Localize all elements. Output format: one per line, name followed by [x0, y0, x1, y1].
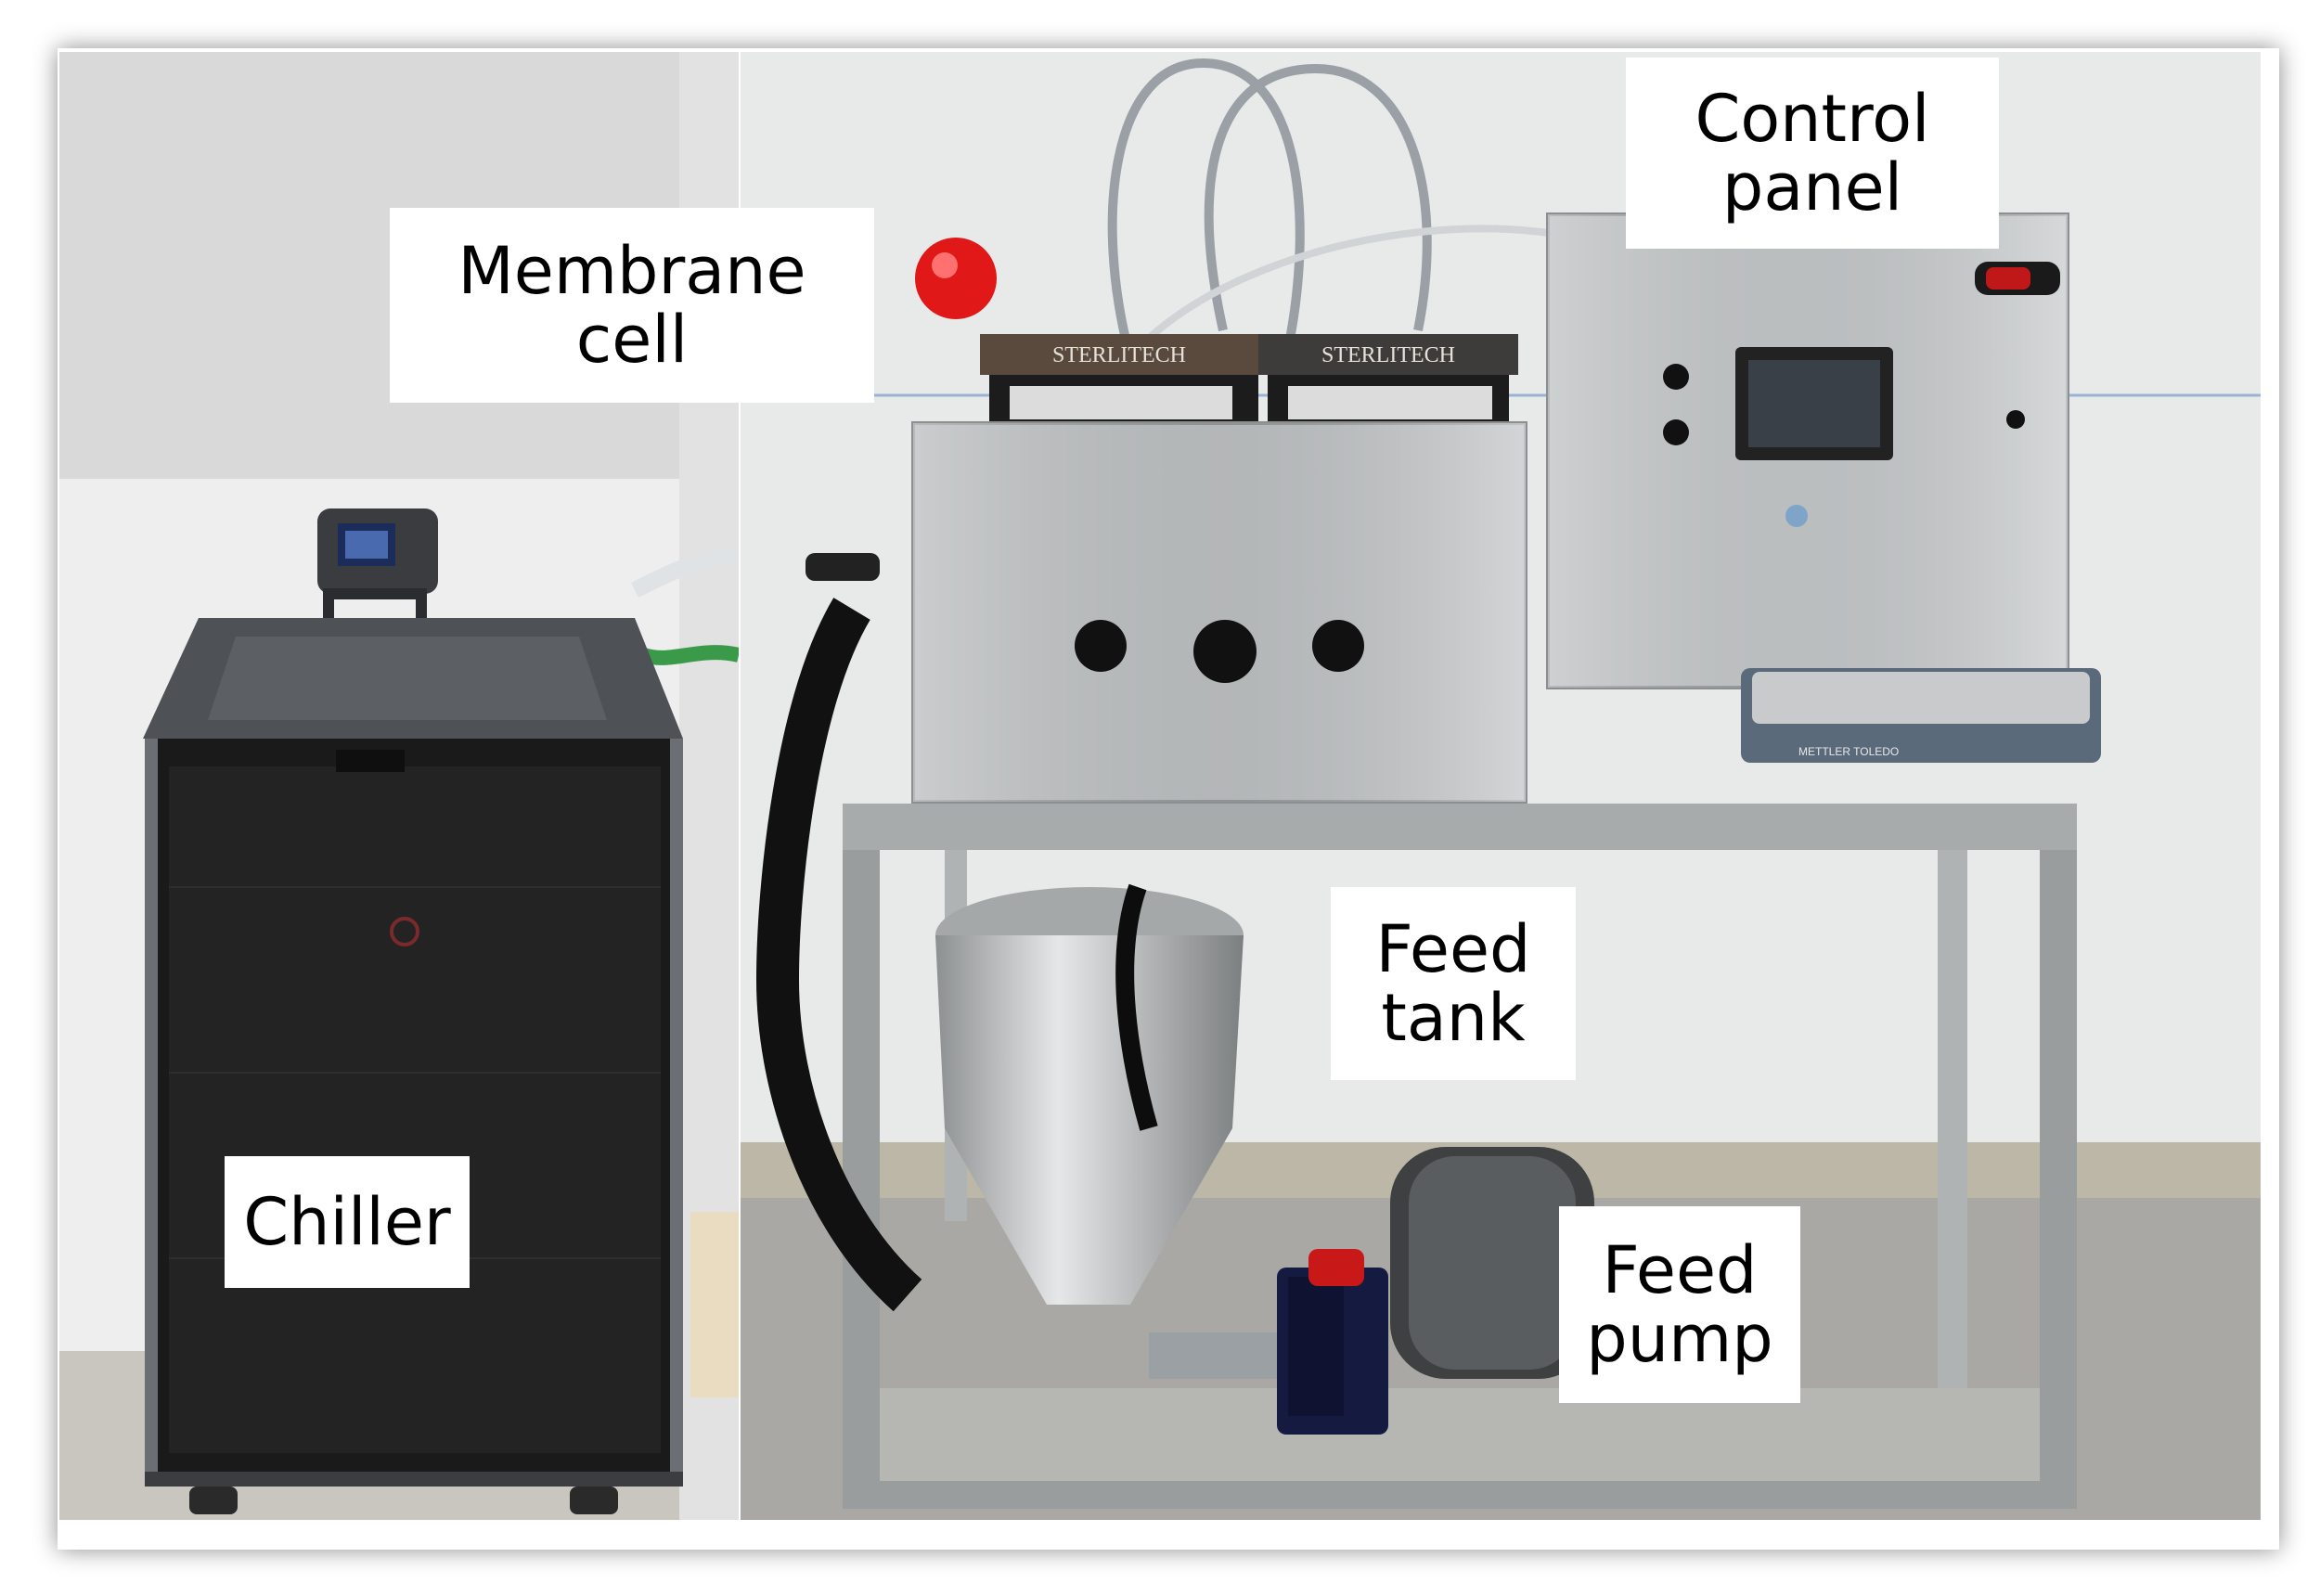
balance-scale: METTLER TOLEDO: [1741, 668, 2101, 763]
feed-pump-label-line2: pump: [1586, 1301, 1773, 1377]
chiller-label-text: Chiller: [243, 1184, 451, 1260]
control-panel-label-line2: panel: [1721, 149, 1903, 225]
feed-pump-label: Feed pump: [1559, 1206, 1800, 1403]
feed-tank: [935, 883, 1244, 1305]
control-panel-label-line1: Control: [1695, 81, 1930, 157]
feed-tank-label-line2: tank: [1381, 980, 1526, 1056]
control-panel-label: Control panel: [1626, 58, 1999, 249]
sterlitech-label-left: STERLITECH: [1052, 343, 1186, 367]
feed-pump-label-line1: Feed: [1602, 1232, 1758, 1308]
membrane-cell-label-line2: cell: [575, 302, 689, 378]
membrane-cell-housing: [806, 421, 1527, 804]
chiller-label: Chiller: [225, 1156, 470, 1288]
feed-tank-label-line1: Feed: [1375, 911, 1531, 987]
feed-tank-label: Feed tank: [1331, 887, 1576, 1080]
system-photo: STERLITECH STERLITECH: [741, 52, 2261, 1520]
control-panel-box: [1546, 212, 2069, 689]
scale-brand-label: METTLER TOLEDO: [1798, 745, 1899, 758]
sterlitech-label-right: STERLITECH: [1321, 343, 1455, 367]
membrane-cell-label-line1: Membrane: [458, 233, 806, 309]
feed-pump: [1149, 1147, 1594, 1435]
membrane-cell-label: Membrane cell: [390, 208, 874, 403]
